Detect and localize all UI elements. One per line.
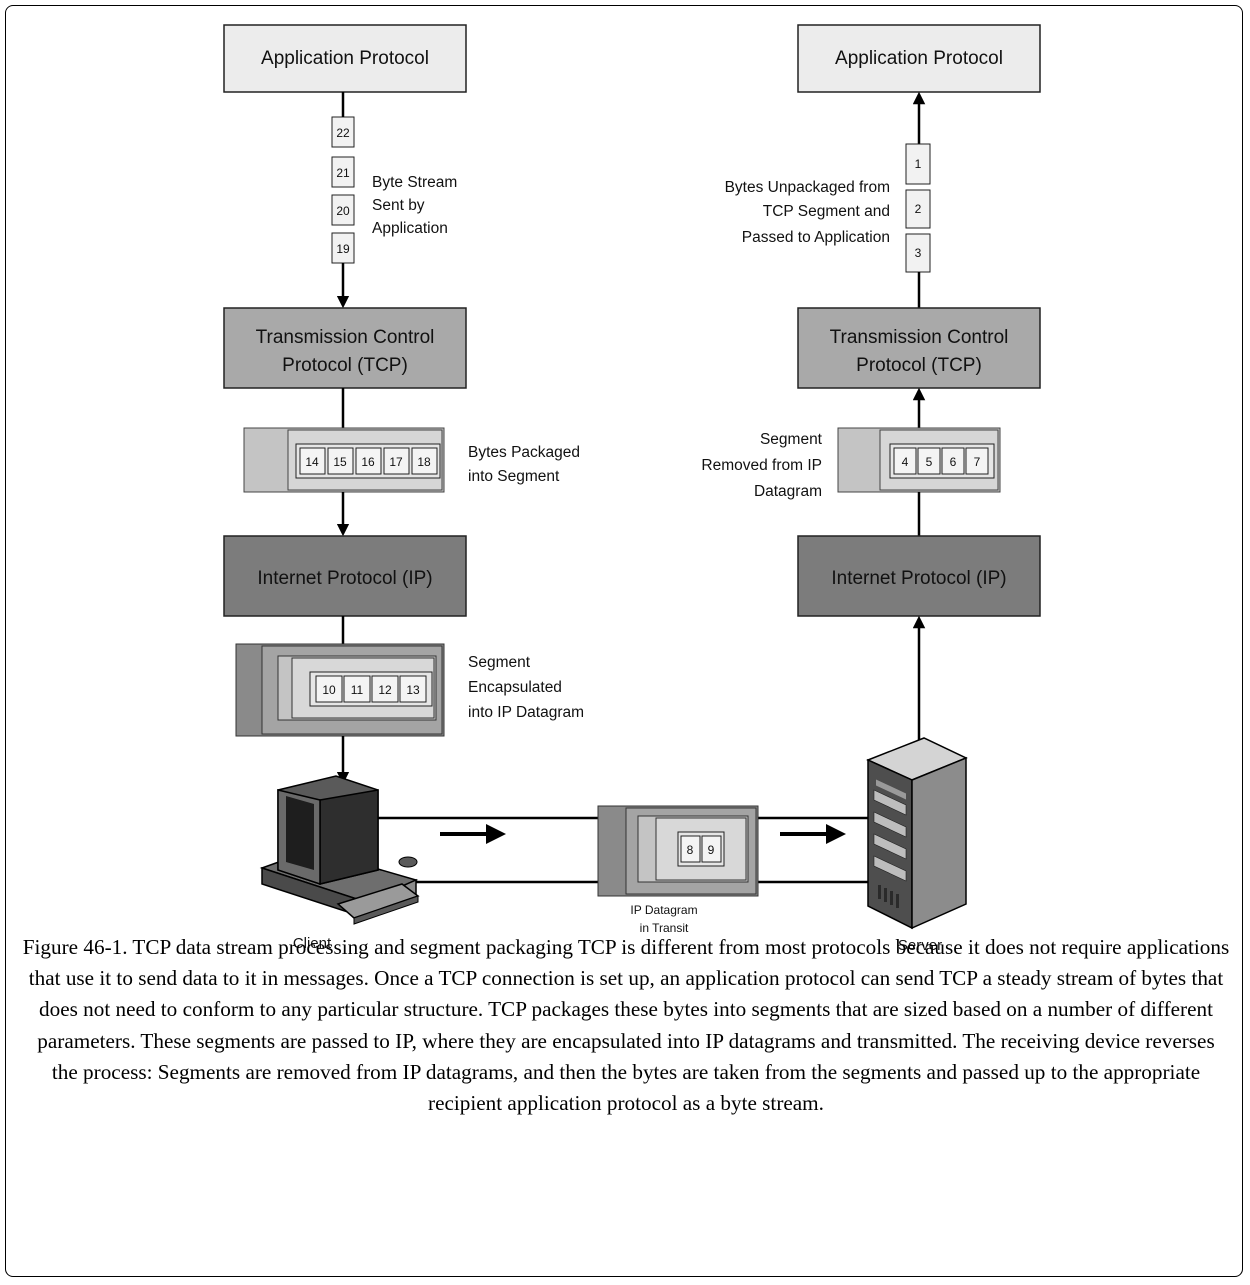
left-stream-note: Byte Stream Sent by Application: [372, 174, 457, 237]
right-tcp-label-1: Transmission Control: [830, 327, 1009, 348]
left-segment-byte: 14: [305, 455, 319, 469]
right-tcp-box: Transmission Control Protocol (TCP): [797, 307, 1041, 389]
note-line: Segment: [760, 431, 823, 448]
note-line: Datagram: [754, 483, 822, 500]
note-line: Removed from IP: [701, 457, 822, 474]
figure-frame: [5, 5, 1243, 1277]
left-stream-byte: 19: [336, 242, 350, 256]
right-segment: 4 5 6 7: [837, 427, 1001, 493]
right-tcp-label-2: Protocol (TCP): [856, 355, 982, 376]
left-datagram-byte: 10: [322, 683, 336, 697]
transit-label-line-1: IP Datagram: [630, 903, 697, 917]
client-label: Client: [293, 935, 332, 952]
left-stream-byte: 21: [336, 166, 350, 180]
note-line: Sent by: [372, 197, 425, 214]
note-line: into IP Datagram: [468, 704, 584, 721]
left-datagram-byte: 12: [378, 683, 392, 697]
right-ip-label: Internet Protocol (IP): [831, 568, 1006, 589]
right-segment-note: Segment Removed from IP Datagram: [701, 431, 822, 500]
transit-datagram: 8 9: [597, 805, 759, 897]
server-icon: [866, 737, 968, 930]
right-app-protocol-label: Application Protocol: [835, 48, 1003, 69]
right-stream-byte: 2: [915, 202, 922, 216]
right-stream-note: Bytes Unpackaged from TCP Segment and Pa…: [725, 179, 890, 246]
right-segment-byte: 4: [902, 455, 909, 469]
left-app-protocol-label: Application Protocol: [261, 48, 429, 69]
left-tcp-label-2: Protocol (TCP): [282, 355, 408, 376]
left-segment-byte: 17: [389, 455, 403, 469]
left-segment-byte: 16: [361, 455, 375, 469]
note-line: Bytes Unpackaged from: [725, 179, 890, 196]
client-computer-icon: [259, 775, 420, 925]
transit-byte: 8: [687, 843, 694, 857]
left-tcp-box: Transmission Control Protocol (TCP): [223, 307, 467, 389]
left-byte-stream: 22 21 20 19: [331, 116, 355, 264]
left-segment-byte: 15: [333, 455, 347, 469]
left-datagram-byte: 13: [406, 683, 420, 697]
right-ip-box: Internet Protocol (IP): [797, 535, 1041, 617]
transit-byte: 9: [708, 843, 715, 857]
note-line: Application: [372, 220, 448, 237]
server-label: Server: [898, 937, 942, 954]
transit-label-line-2: in Transit: [640, 921, 689, 935]
note-line: Byte Stream: [372, 174, 457, 191]
right-byte-stream: 1 2 3: [905, 143, 931, 273]
left-ip-label: Internet Protocol (IP): [257, 568, 432, 589]
right-segment-byte: 5: [926, 455, 933, 469]
left-ip-box: Internet Protocol (IP): [223, 535, 467, 617]
left-segment-note: Bytes Packaged into Segment: [468, 444, 580, 485]
note-line: Bytes Packaged: [468, 444, 580, 461]
right-stream-byte: 3: [915, 246, 922, 260]
right-segment-byte: 7: [974, 455, 981, 469]
left-segment-byte: 18: [417, 455, 431, 469]
left-tcp-label-1: Transmission Control: [256, 327, 435, 348]
left-stream-byte: 22: [336, 126, 350, 140]
note-line: Passed to Application: [742, 229, 890, 246]
figure-caption: Figure 46-1. TCP data stream processing …: [22, 935, 1230, 1116]
left-datagram-byte: 11: [351, 683, 364, 697]
note-line: Encapsulated: [468, 679, 562, 696]
transit-label: IP Datagram in Transit: [630, 903, 697, 935]
left-datagram-note: Segment Encapsulated into IP Datagram: [468, 654, 584, 721]
right-app-protocol-box: Application Protocol: [797, 24, 1041, 93]
left-datagram: 10 11 12 13: [235, 643, 445, 737]
note-line: into Segment: [468, 468, 560, 485]
note-line: Segment: [468, 654, 531, 671]
left-stream-byte: 20: [336, 204, 350, 218]
note-line: TCP Segment and: [763, 203, 890, 220]
left-segment: 14 15 16 17 18: [243, 427, 445, 493]
left-app-protocol-box: Application Protocol: [223, 24, 467, 93]
right-segment-byte: 6: [950, 455, 957, 469]
right-stream-byte: 1: [915, 157, 922, 171]
